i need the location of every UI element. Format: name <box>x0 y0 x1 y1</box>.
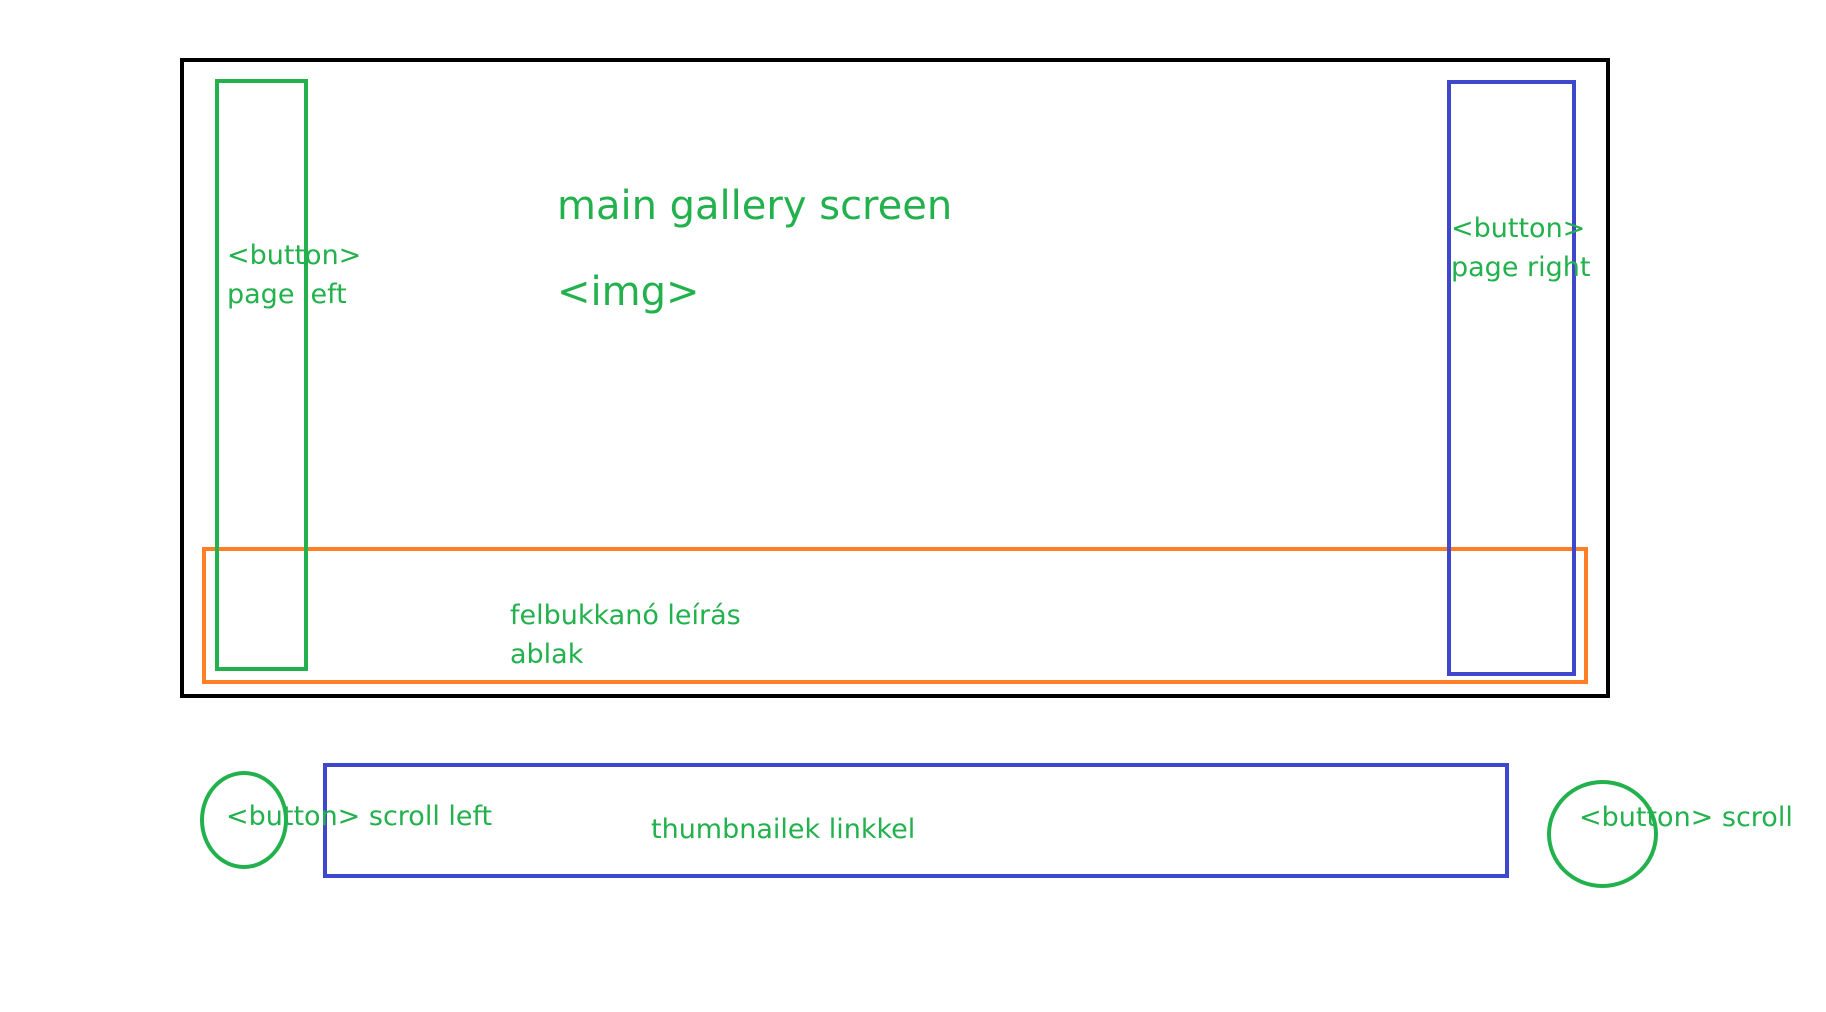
page-left-button[interactable] <box>215 79 308 671</box>
main-gallery-title: main gallery screen <box>557 183 953 229</box>
page-right-tag: <button> <box>1451 213 1586 244</box>
thumbnails-label: thumbnailek linkkel <box>651 814 916 845</box>
scroll-left-button[interactable] <box>200 771 288 869</box>
page-left-tag: <button> <box>227 240 362 271</box>
main-image-tag: <img> <box>557 269 700 315</box>
thumbnail-strip[interactable] <box>323 763 1509 878</box>
main-gallery-frame <box>180 58 1610 698</box>
page-right-label: page right <box>1451 252 1591 283</box>
scroll-right-label: <button> scroll <box>1579 802 1793 833</box>
scroll-left-label: <button> scroll left <box>226 801 493 832</box>
description-label-line2: ablak <box>510 639 584 670</box>
page-right-button[interactable] <box>1447 80 1576 676</box>
description-label-line1: felbukkanó leírás <box>510 600 741 631</box>
page-left-label: page left <box>227 279 347 310</box>
scroll-right-button[interactable] <box>1547 780 1658 888</box>
description-popup <box>202 547 1588 684</box>
